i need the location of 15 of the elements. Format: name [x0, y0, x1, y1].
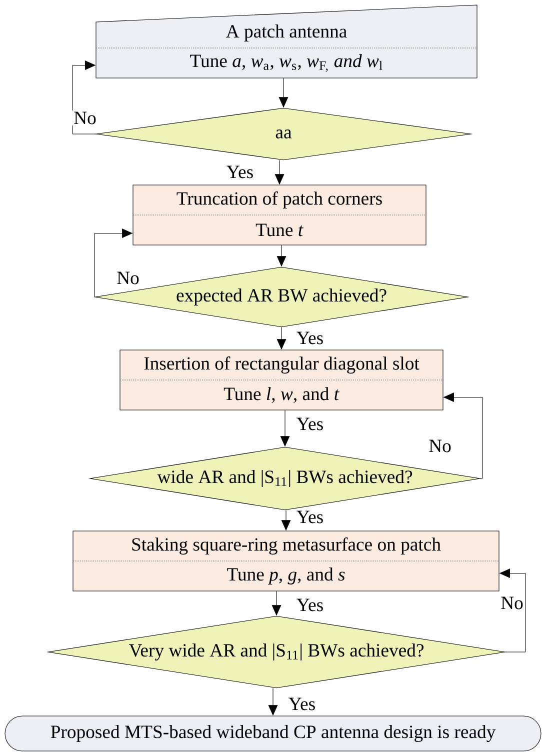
edge-label: No	[499, 595, 525, 611]
edge-label: Yes	[295, 330, 325, 346]
arrow	[72, 60, 96, 134]
edge-label: Yes	[295, 416, 325, 432]
process-box: Truncation of patch corners Tune t	[132, 184, 426, 246]
process-box: Insertion of rectangular diagonal slot Tune l, w, and t	[120, 350, 444, 410]
edge-label: Yes	[287, 696, 317, 712]
process-box: Staking square-ring metasurface on patch Tune p, g, and s	[72, 530, 500, 592]
terminal-box: Proposed MTS-based wideband CP antenna design is ready	[4, 716, 542, 752]
edge-label: Yes	[295, 597, 325, 613]
input-box: A patch antenna Tune a, w$_{a}$, w$_{s}$, w$_{F,}$ and w$_{l}$	[96, 4, 478, 78]
edge-label: No	[115, 270, 141, 286]
edge-label: Yes	[225, 164, 255, 180]
edge-label: Yes	[295, 509, 325, 525]
edge-label: No	[72, 110, 98, 126]
